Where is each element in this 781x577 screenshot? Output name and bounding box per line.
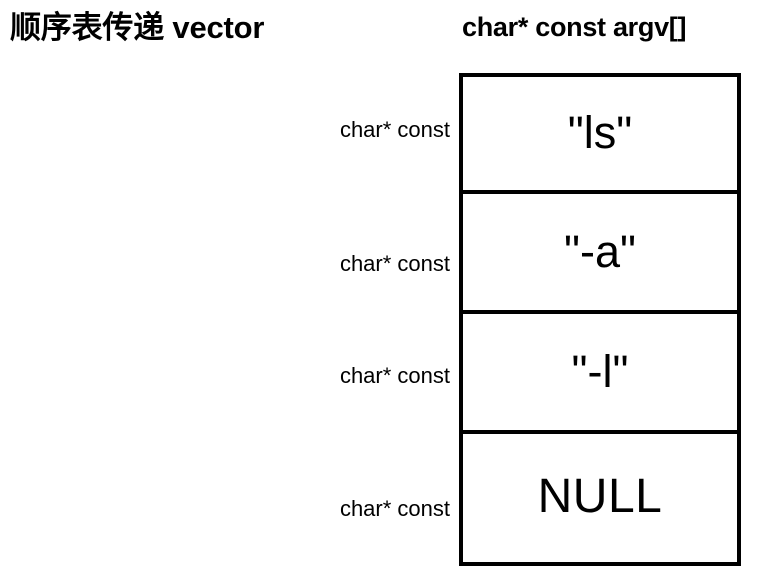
array-type-title: char* const argv[] <box>462 12 687 42</box>
row-type-label-2: char* const <box>339 363 450 388</box>
row-labels-group: char* const char* const char* const char… <box>0 73 450 566</box>
array-cell-3: NULL <box>463 434 737 562</box>
left-title: 顺序表传递 vector <box>10 10 265 45</box>
row-type-label-0: char* const <box>339 117 450 142</box>
row-type-label-1: char* const <box>339 251 450 276</box>
array-cell-value-1: "-a" <box>564 225 636 277</box>
array-cell-0: "ls" <box>463 77 737 194</box>
array-cell-1: "-a" <box>463 194 737 314</box>
argv-array: "ls" "-a" "-l" NULL <box>459 73 741 566</box>
array-cell-2: "-l" <box>463 314 737 434</box>
array-cell-value-3: NULL <box>537 470 663 523</box>
array-cell-value-0: "ls" <box>567 107 633 158</box>
row-type-label-3: char* const <box>339 496 450 521</box>
array-cell-value-2: "-l" <box>571 345 629 397</box>
